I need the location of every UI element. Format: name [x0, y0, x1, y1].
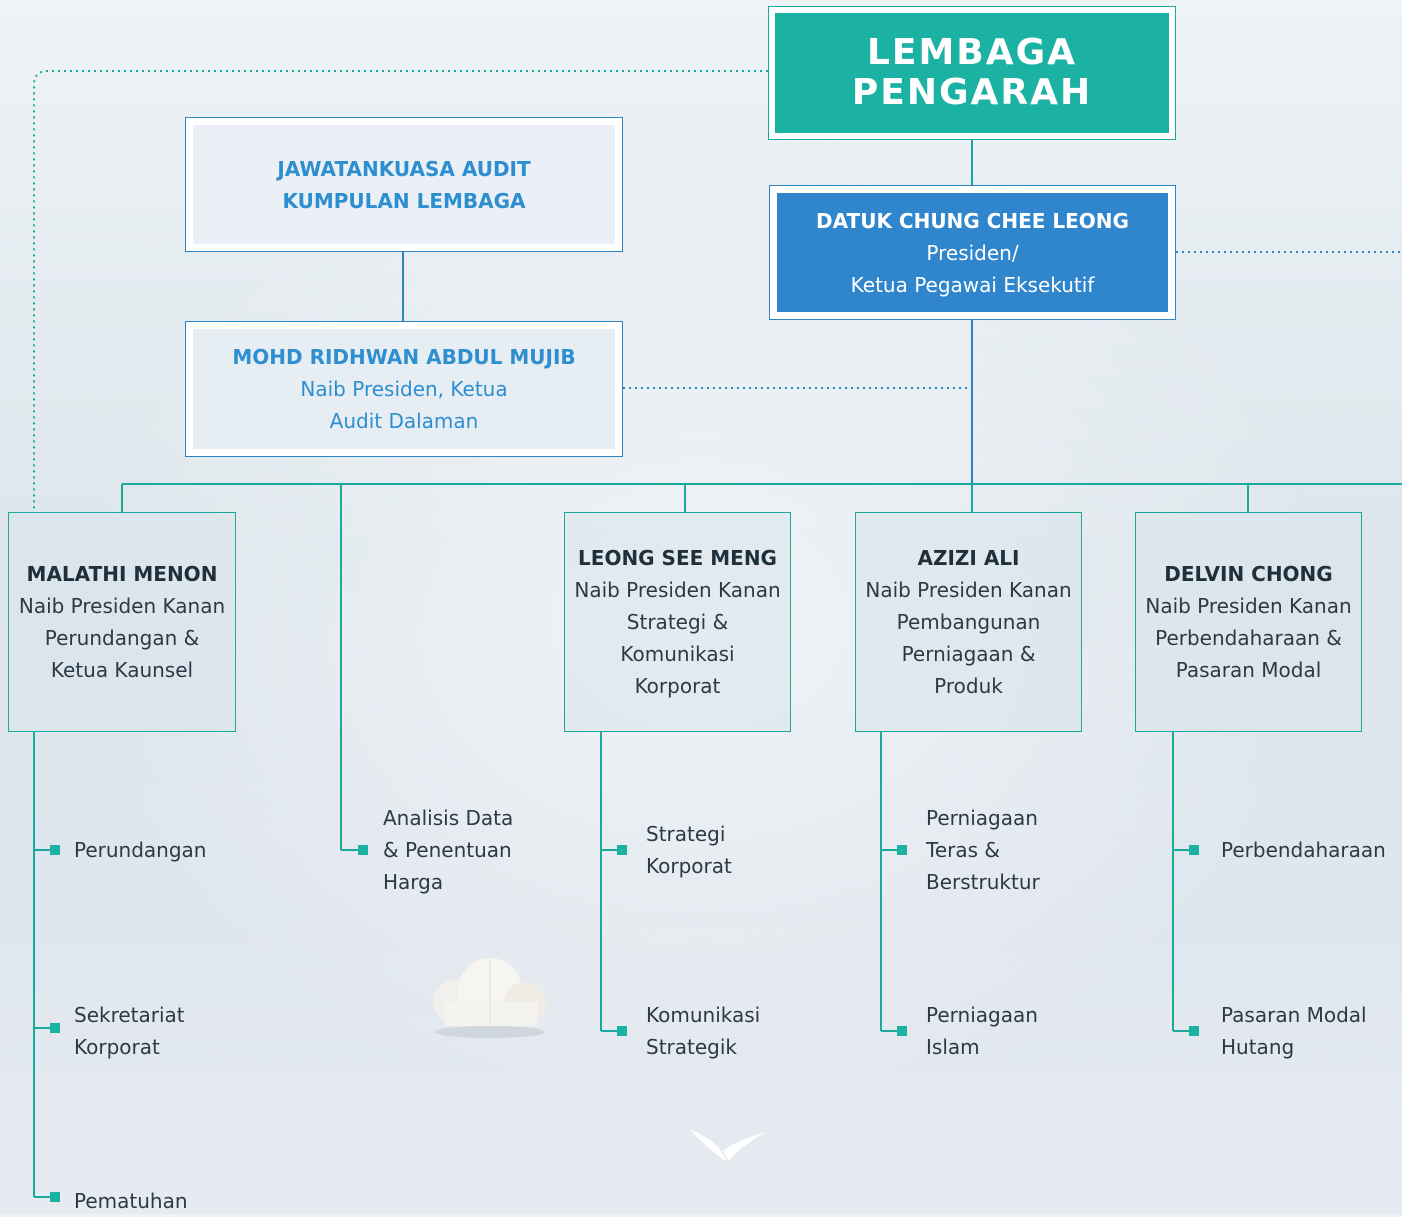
- executive-role: Naib Presiden Kanan Pembangunan Perniaga…: [865, 578, 1072, 698]
- executive-box-business: AZIZI ALI Naib Presiden Kanan Pembanguna…: [855, 512, 1082, 732]
- executive-name: MALATHI MENON: [26, 562, 218, 586]
- board-title: LEMBAGA PENGARAH: [851, 32, 1093, 113]
- internal-audit-box: MOHD RIDHWAN ABDUL MUJIB Naib Presiden, …: [185, 321, 623, 457]
- internal-audit-role: Naib Presiden, Ketua Audit Dalaman: [300, 377, 508, 433]
- dept-strategi-korporat: Strategi Korporat: [646, 822, 732, 878]
- dept-sekretariat-korporat: Sekretariat Korporat: [74, 1003, 185, 1059]
- dept-analisis-data: Analisis Data & Penentuan Harga: [383, 806, 514, 894]
- ceo-name: DATUK CHUNG CHEE LEONG: [816, 208, 1129, 233]
- ceo-box: DATUK CHUNG CHEE LEONG Presiden/ Ketua P…: [769, 185, 1176, 320]
- executive-box-strategy: LEONG SEE MENG Naib Presiden Kanan Strat…: [564, 512, 791, 732]
- bird-illustration: [690, 1130, 766, 1163]
- ceo-role: Presiden/ Ketua Pegawai Eksekutif: [850, 240, 1095, 297]
- executive-box-treasury: DELVIN CHONG Naib Presiden Kanan Perbend…: [1135, 512, 1362, 732]
- audit-committee-box: JAWATANKUASA AUDIT KUMPULAN LEMBAGA: [185, 117, 623, 252]
- dept-perniagaan-islam: Perniagaan Islam: [926, 1003, 1038, 1059]
- dept-perbendaharaan: Perbendaharaan: [1221, 838, 1386, 862]
- board-of-directors-box: LEMBAGA PENGARAH: [768, 6, 1176, 140]
- dept-perniagaan-teras: Perniagaan Teras & Berstruktur: [926, 806, 1040, 894]
- dept-perundangan: Perundangan: [74, 838, 207, 862]
- executive-name: AZIZI ALI: [917, 546, 1020, 570]
- internal-audit-name: MOHD RIDHWAN ABDUL MUJIB: [232, 345, 576, 369]
- executive-role: Naib Presiden Kanan Perundangan & Ketua …: [18, 594, 226, 682]
- executive-name: DELVIN CHONG: [1164, 562, 1333, 586]
- executive-role: Naib Presiden Kanan Strategi & Komunikas…: [574, 578, 781, 698]
- dept-pasaran-modal-hutang: Pasaran Modal Hutang: [1221, 1003, 1367, 1059]
- cloud-illustration: [433, 958, 547, 1038]
- executive-box-legal: MALATHI MENON Naib Presiden Kanan Perund…: [8, 512, 236, 732]
- executive-role: Naib Presiden Kanan Perbendaharaan & Pas…: [1145, 594, 1352, 682]
- dept-pematuhan: Pematuhan: [74, 1189, 188, 1213]
- dept-komunikasi-strategik: Komunikasi Strategik: [646, 1003, 761, 1059]
- audit-committee-title: JAWATANKUASA AUDIT KUMPULAN LEMBAGA: [277, 156, 531, 213]
- executive-name: LEONG SEE MENG: [578, 546, 777, 570]
